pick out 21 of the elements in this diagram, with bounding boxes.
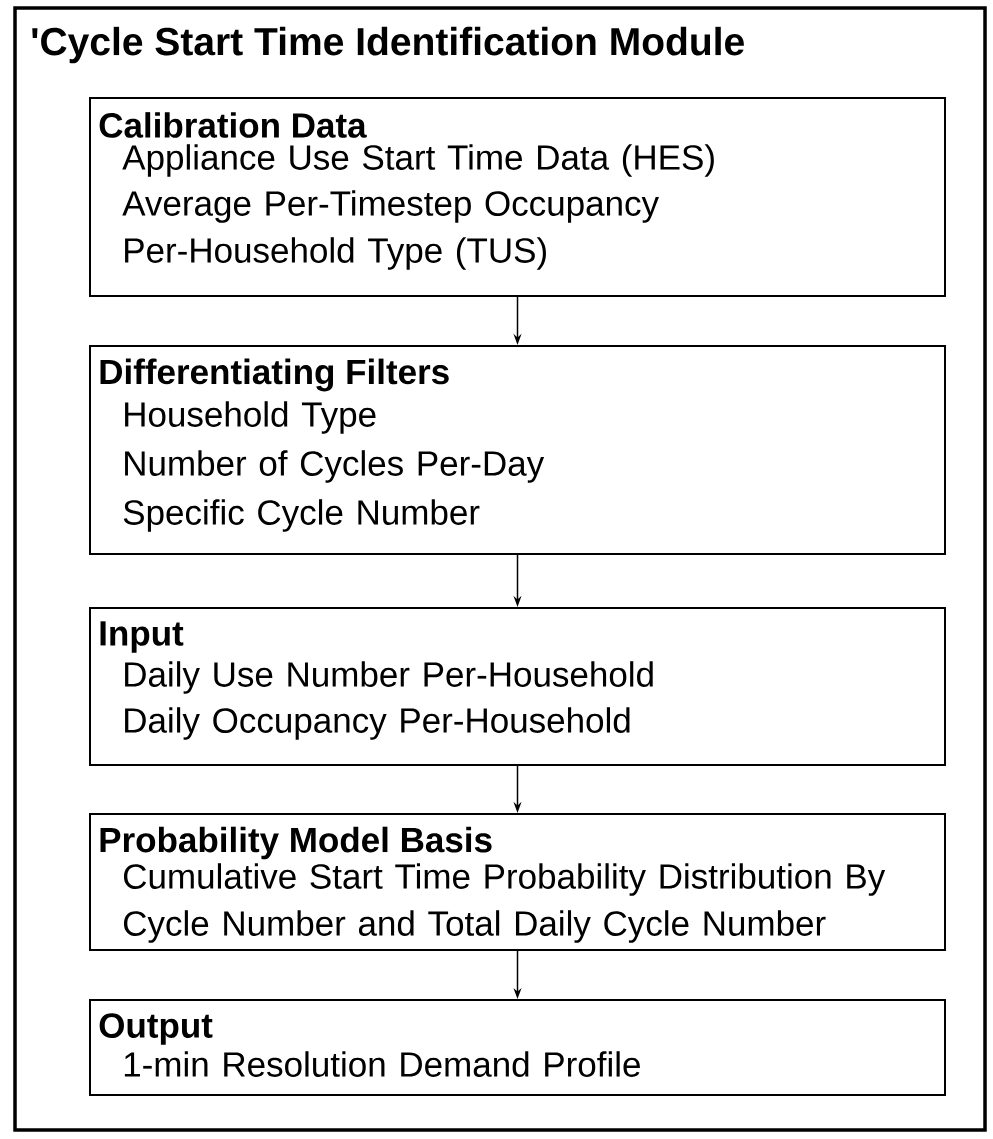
list-item: 1-min Resolution Demand Profile	[124, 1051, 640, 1077]
box-heading: Differentiating Filters	[100, 358, 449, 392]
list-item: Specific Cycle Number	[123, 499, 480, 532]
list-item: Daily Occupancy Per-Household	[125, 707, 630, 740]
box-heading: Output	[99, 1013, 213, 1045]
process-box	[89, 999, 946, 1096]
list-item: Household Type	[125, 401, 376, 434]
process-box	[89, 607, 946, 766]
list-item: Daily Use Number Per-Household	[125, 661, 653, 694]
list-item: Number of Cycles Per-Day	[125, 450, 545, 483]
list-item: Average Per-Timestep Occupancy Per-Household Type (TUS)	[122, 190, 659, 270]
list-item: Appliance Use Start Time Data (HES)	[122, 144, 714, 177]
module-title: 'Cycle Start Time Identification Module	[32, 26, 744, 64]
box-heading: Probability Model Basis	[100, 826, 492, 860]
box-heading: Calibration Data	[99, 112, 367, 138]
module-frame	[13, 6, 987, 1132]
process-box	[89, 97, 946, 297]
process-box	[89, 345, 946, 555]
process-box	[89, 813, 946, 951]
list-item: Cumulative Start Time Probability Distribution By Cycle Number and Total Daily Cycle Number	[123, 863, 886, 943]
box-heading: Input	[100, 621, 184, 653]
